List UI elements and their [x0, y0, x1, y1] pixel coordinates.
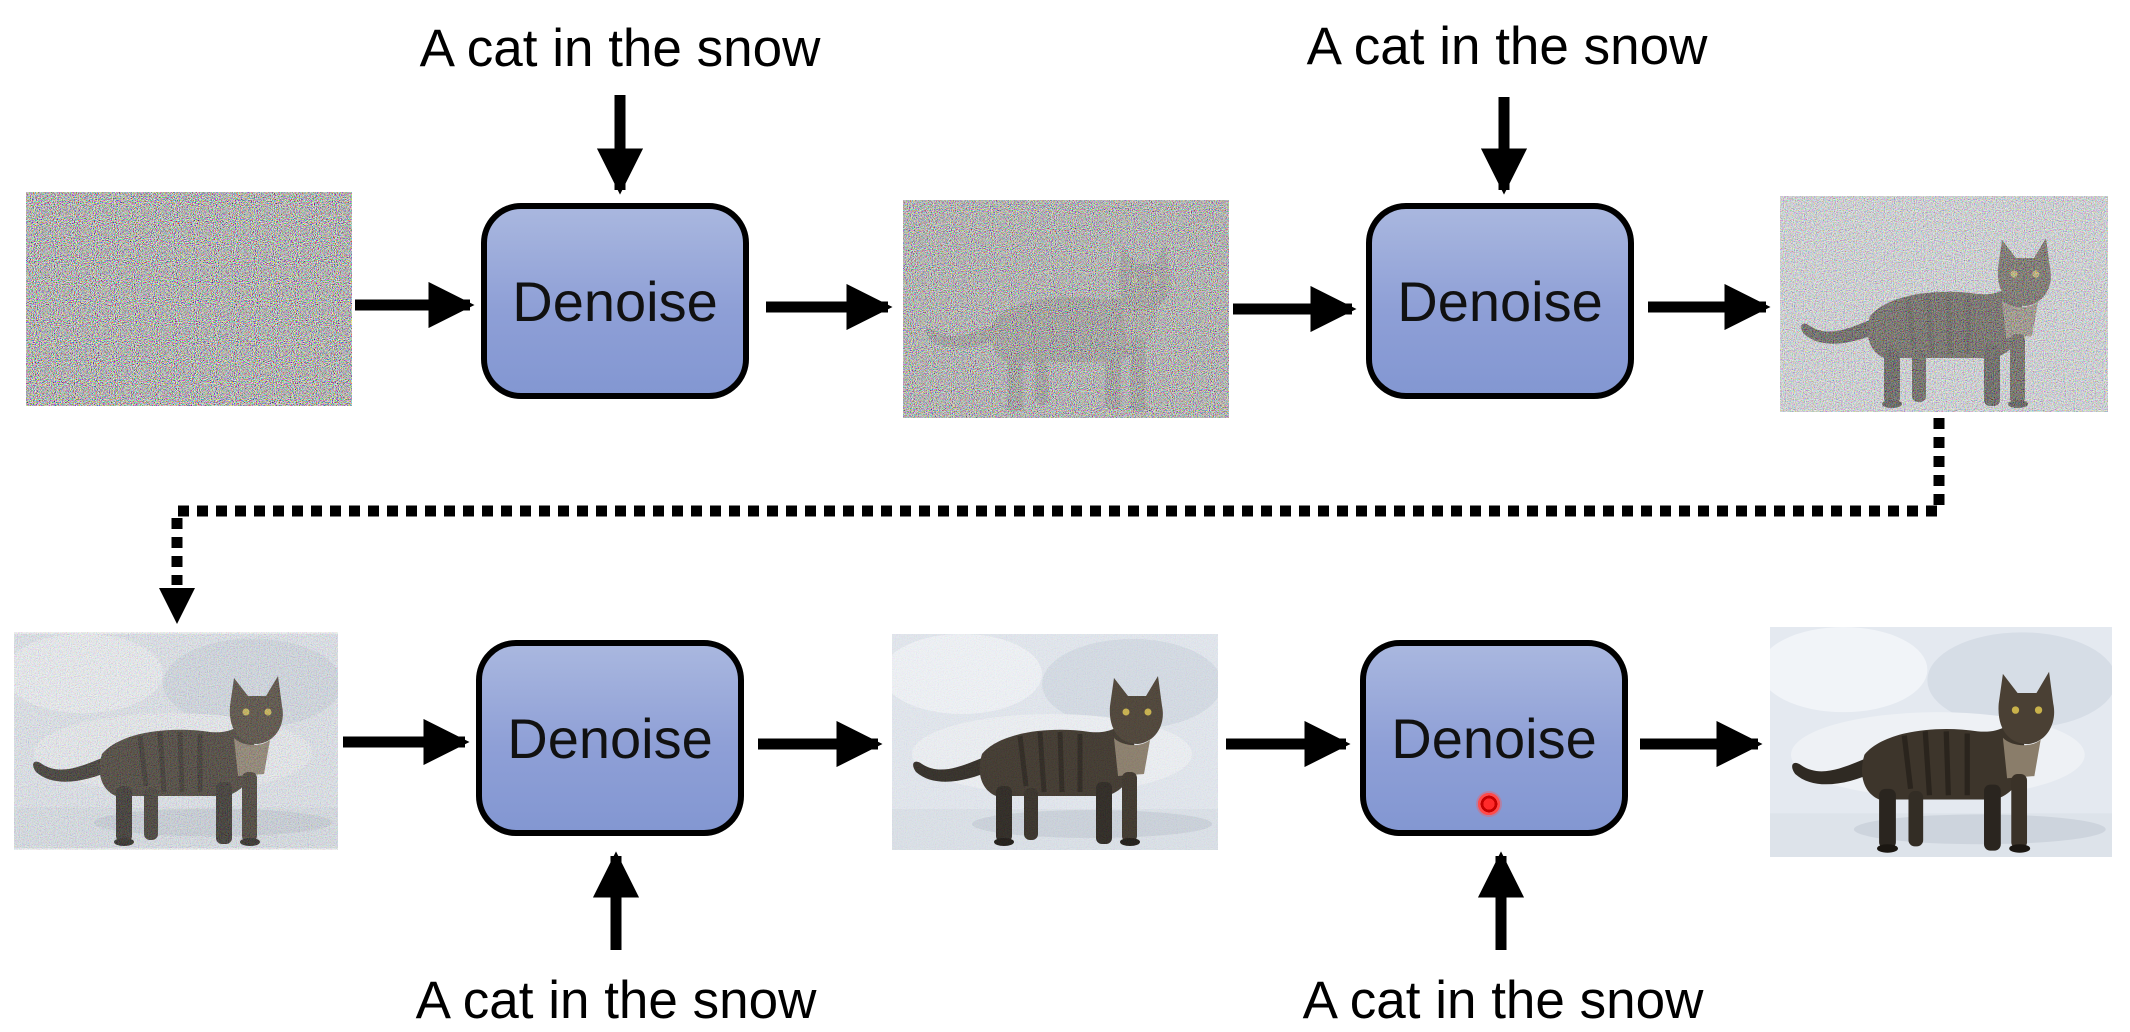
pointer-dot [1476, 791, 1502, 817]
image-pure-noise [26, 192, 352, 406]
cat-image [892, 634, 1218, 850]
denoise-label: Denoise [1397, 269, 1603, 333]
noise-image [26, 192, 352, 406]
dotted-connector [171, 418, 1945, 585]
image-noisy-cat-1 [903, 200, 1229, 418]
noisy-cat-image [903, 200, 1229, 418]
denoise-block-1: Denoise [481, 203, 749, 399]
prompt-label-bottom-1: A cat in the snow [415, 971, 817, 1030]
prompt-label-top-1: A cat in the snow [419, 19, 821, 78]
prompt-label-bottom-2: A cat in the snow [1302, 971, 1704, 1030]
dotted-arrowhead [159, 588, 195, 624]
noisy-cat-image [1780, 196, 2108, 412]
image-noisy-cat-2 [1780, 196, 2108, 412]
image-cat-slight-noise [14, 632, 338, 850]
denoise-label: Denoise [507, 706, 713, 770]
denoise-block-3: Denoise [476, 640, 744, 836]
prompt-label-top-2: A cat in the snow [1306, 17, 1708, 76]
cat-image [14, 632, 338, 850]
denoise-label: Denoise [512, 269, 718, 333]
denoise-label: Denoise [1391, 706, 1597, 770]
image-cat-near-clean [892, 634, 1218, 850]
denoise-block-2: Denoise [1366, 203, 1634, 399]
denoise-block-4: Denoise [1360, 640, 1628, 836]
